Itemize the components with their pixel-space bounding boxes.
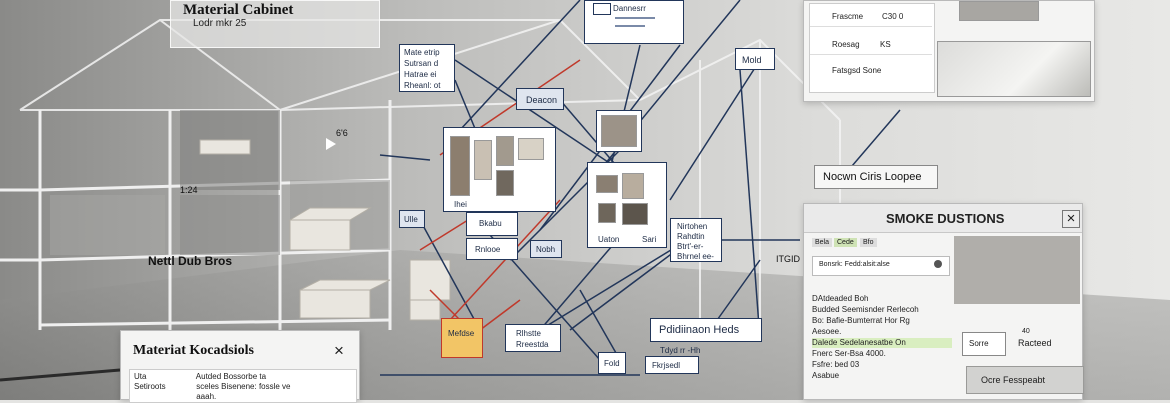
page-title: Material Cabinet: [183, 2, 294, 18]
callout-mold[interactable]: Mold: [735, 48, 775, 70]
callout-card-right[interactable]: Nirtohen Rahdtin Btrt'-er- Bhrnel ee-: [670, 218, 722, 262]
smoke-field[interactable]: Bonsrk: Fedd:alsit:alse: [812, 256, 950, 276]
thumb-caption: Ihei: [454, 200, 467, 209]
fesspeabt-button[interactable]: Ocre Fesspeabt: [966, 366, 1084, 394]
table-row[interactable]: aaah.: [196, 392, 217, 401]
texture-preview-b[interactable]: [937, 41, 1091, 97]
size-value: 40: [1022, 328, 1030, 335]
material-table: Uta Autded Bossorbe ta Setiroots sceles …: [129, 369, 357, 403]
sample-board-b[interactable]: Uaton Sari: [587, 162, 667, 248]
info-icon[interactable]: [934, 260, 942, 268]
callout-material-card[interactable]: Mate etrip Sutrsan d Hatrae ei Rheanl: o…: [399, 44, 455, 92]
scope-label[interactable]: Nocwn Ciris Loopee: [814, 165, 938, 189]
callout-fold-b[interactable]: Fkrjsedl: [645, 356, 699, 374]
sample-thumb[interactable]: [596, 110, 642, 152]
sample-board-a[interactable]: Ihei: [443, 127, 556, 212]
smoke-tabs: Bela Cede Bfo: [812, 238, 888, 252]
callout-sample-a[interactable]: Bkabu: [466, 212, 518, 236]
callout-bottom-card[interactable]: Rlhstte Rreestda: [505, 324, 561, 352]
note-nobh[interactable]: Nobh: [530, 240, 562, 258]
properties-panel: Frascme C30 0 Roesag KS Fatsgsd Sone: [803, 0, 1095, 102]
smoke-panel-title: SMOKE DUSTIONS: [886, 211, 1005, 226]
swatch-icon: [593, 3, 611, 15]
callout-sample-b[interactable]: Rnlooe: [466, 238, 518, 260]
angle-label: 6'6: [336, 128, 348, 138]
callout-fold[interactable]: Fold: [598, 352, 626, 374]
table-row[interactable]: Setiroots sceles Bisenene: fossle ve: [134, 382, 291, 391]
close-icon[interactable]: ×: [334, 341, 344, 360]
shelf-note: Nettl Dub Bros: [148, 254, 232, 268]
close-icon[interactable]: ×: [1062, 210, 1080, 228]
addition-sub: Tdyd rr -Hh: [660, 346, 701, 355]
title-block: Material Cabinet Lodr mkr 25: [170, 0, 380, 48]
highlight-card[interactable]: Mefdse: [441, 318, 483, 358]
dim-label: 1:24: [180, 185, 198, 195]
table-row[interactable]: Uta Autded Bossorbe ta: [134, 372, 267, 381]
play-icon[interactable]: [326, 138, 336, 150]
callout-addition[interactable]: Pdidiinaon Heds: [650, 318, 762, 342]
material-panel: Materiat Kocadsiols × Uta Autded Bossorb…: [120, 330, 360, 403]
callout-top-card[interactable]: Dannesrr: [584, 0, 684, 44]
side-mark: ITGID: [776, 254, 800, 264]
property-row[interactable]: Roesag KS: [810, 34, 932, 55]
property-list: Frascme C30 0 Roesag KS Fatsgsd Sone: [809, 3, 935, 93]
highlight-row: Dalede Sedelanesatbe On: [812, 338, 952, 348]
note-ulle[interactable]: Ulle: [399, 210, 425, 228]
page-subtitle: Lodr mkr 25: [193, 18, 247, 29]
property-row[interactable]: Fatsgsd Sone: [832, 66, 882, 75]
property-row[interactable]: Frascme C30 0: [810, 6, 932, 27]
material-panel-title: Materiat Kocadsiols: [133, 343, 254, 358]
texture-preview-a[interactable]: [959, 1, 1039, 21]
smoke-panel-header: SMOKE DUSTIONS ×: [804, 204, 1082, 233]
callout-deacon[interactable]: Deacon: [516, 88, 564, 110]
size-field[interactable]: Sorre: [962, 332, 1006, 356]
size-note: Racteed: [1018, 338, 1052, 348]
smoke-panel: SMOKE DUSTIONS × Bela Cede Bfo Bonsrk: F…: [803, 203, 1084, 400]
tab-bfo[interactable]: Bfo: [860, 238, 877, 247]
tab-bela[interactable]: Bela: [812, 238, 833, 247]
texture-preview-smoke[interactable]: [954, 236, 1080, 304]
tab-cede[interactable]: Cede: [834, 238, 857, 247]
